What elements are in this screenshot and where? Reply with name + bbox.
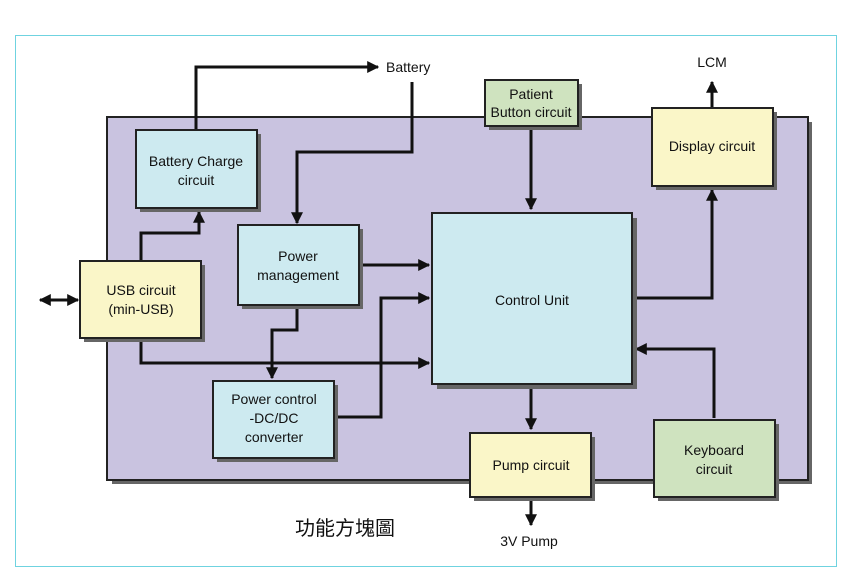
power-control-label-1: Power control [231,391,317,407]
diagram-caption: 功能方塊圖 [295,516,395,540]
patient-button-label-2: Button circuit [491,104,572,120]
pump-label: Pump circuit [492,457,569,473]
lcm-output-label: LCM [697,54,727,70]
diagram-frame [15,35,837,567]
patient-button-label-1: Patient [509,86,553,102]
usb-block: USB circuit (min-USB) [79,260,205,342]
wire-usb-to-control [139,338,431,369]
keyboard-label-1: Keyboard [684,442,744,458]
wire-usb-to-charge [139,210,205,260]
power-control-label-2: -DC/DC [250,410,299,426]
power-control-label-3: converter [245,429,304,445]
wire-keyboard-to-control [634,343,716,418]
keyboard-label-2: circuit [696,461,733,477]
wire-charge-to-battery [194,61,380,130]
power-management-label-1: Power [278,248,318,264]
control-unit-label: Control Unit [495,292,569,308]
pump-block: Pump circuit [469,432,595,501]
power-management-block: Power management [237,224,363,309]
wire-control-to-display [632,188,718,300]
power-management-label-2: management [257,267,339,283]
wire-power-control-to-control [334,292,431,419]
keyboard-block: Keyboard circuit [653,419,779,501]
wire-power-management-to-power-control [266,305,299,380]
pump-3v-output-label: 3V Pump [500,533,558,549]
wire-battery-to-power-management [291,82,414,225]
patient-button-block: Patient Button circuit [484,79,582,130]
display-block: Display circuit [651,107,777,190]
battery-charge-label-1: Battery Charge [149,153,243,169]
connection-lines [38,61,718,527]
usb-label-2: (min-USB) [108,301,173,317]
battery-charge-block: Battery Charge circuit [135,129,261,212]
battery-charge-label-2: circuit [178,172,215,188]
power-control-block: Power control -DC/DC converter [212,380,338,462]
usb-label-1: USB circuit [106,282,175,298]
display-label: Display circuit [669,138,755,154]
battery-output-label: Battery [386,59,430,75]
control-unit-block: Control Unit [431,212,637,389]
